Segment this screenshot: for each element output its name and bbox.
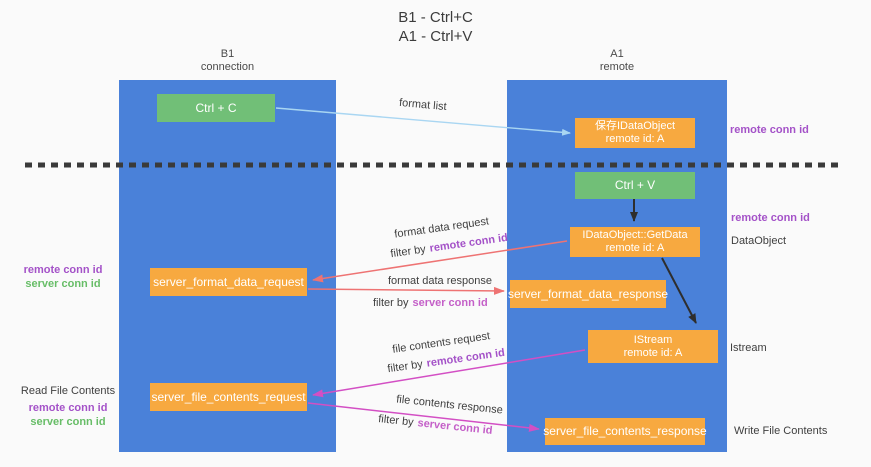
- istream-side-label: Istream: [730, 342, 767, 354]
- ctrl-c-label: Ctrl + C: [195, 100, 237, 115]
- diagram-title: B1 - Ctrl+C A1 - Ctrl+V: [0, 8, 871, 46]
- read-file-contents-block: Read File Contents remote conn id server…: [12, 384, 124, 429]
- save-idataobject-box: 保存IDataObject remote id: A: [575, 118, 695, 148]
- ctrl-c-box: Ctrl + C: [157, 94, 275, 122]
- lane-b1-name: B1: [220, 48, 235, 60]
- server-format-data-request-box: server_format_data_request: [150, 268, 307, 296]
- istream-line2: remote id: A: [623, 346, 683, 359]
- istream-box: IStream remote id: A: [588, 330, 718, 363]
- getdata-line2: remote id: A: [605, 242, 665, 254]
- file-contents-response-label: file contents response: [395, 393, 504, 417]
- remote-conn-id-label-top: remote conn id: [730, 124, 809, 136]
- read-file-contents-label: Read File Contents: [20, 385, 116, 397]
- server-conn-id-label-left: server conn id: [25, 278, 101, 290]
- filter-by-server-conn-id-label-2: filter by server conn id: [378, 413, 493, 437]
- left-conn-id-block: remote conn id server conn id: [8, 263, 118, 291]
- filter-by-text: filter by: [386, 358, 424, 376]
- filter-by-text: filter by: [373, 297, 409, 309]
- filter-by-server-conn-id-label-1: filter by server conn id: [373, 297, 488, 309]
- server-conn-id-text: server conn id: [416, 417, 493, 437]
- remote-conn-id-label-left: remote conn id: [23, 264, 103, 276]
- server-file-contents-response-label: server_file_contents_response: [543, 424, 707, 438]
- lane-a1-name: A1: [610, 48, 624, 60]
- filter-by-text: filter by: [389, 243, 427, 261]
- title-line-1: B1 - Ctrl+C: [398, 9, 473, 26]
- server-file-contents-request-label: server_file_contents_request: [151, 389, 306, 404]
- title-line-2: A1 - Ctrl+V: [398, 28, 473, 45]
- write-file-contents-label: Write File Contents: [734, 425, 828, 437]
- remote-conn-id-label-left2: remote conn id: [28, 402, 108, 414]
- save-idataobject-line2: remote id: A: [605, 133, 665, 145]
- server-file-contents-request-box: server_file_contents_request: [150, 383, 307, 411]
- ctrl-v-label: Ctrl + V: [614, 178, 656, 192]
- remote-conn-id-text: remote conn id: [428, 231, 509, 255]
- server-file-contents-response-box: server_file_contents_response: [543, 418, 707, 445]
- getdata-line1: IDataObject::GetData: [582, 229, 688, 241]
- arrow-format-data-response: [307, 286, 505, 295]
- format-list-label: format list: [398, 96, 448, 114]
- lane-a1-header: A1 remote: [507, 48, 727, 74]
- remote-conn-id-text: remote conn id: [425, 346, 506, 370]
- server-format-data-response-label: server_format_data_response: [507, 286, 669, 301]
- server-conn-id-text: server conn id: [412, 297, 488, 309]
- filter-by-text: filter by: [377, 413, 415, 429]
- lane-b1-header: B1 connection: [119, 48, 336, 74]
- format-data-response-label: format data response: [388, 275, 492, 287]
- dataobject-label: DataObject: [731, 235, 787, 247]
- server-format-data-response-box: server_format_data_response: [507, 280, 669, 308]
- server-conn-id-label-left2: server conn id: [30, 416, 106, 428]
- lane-a1-role: remote: [599, 61, 635, 73]
- idataobject-getdata-box: IDataObject::GetData remote id: A: [570, 227, 700, 257]
- remote-conn-id-label-mid: remote conn id: [731, 212, 810, 224]
- ctrl-v-box: Ctrl + V: [575, 172, 695, 199]
- save-idataobject-line1: 保存IDataObject: [594, 120, 676, 132]
- istream-line1: IStream: [633, 333, 673, 346]
- server-format-data-request-label: server_format_data_request: [153, 274, 304, 289]
- lane-b1-role: connection: [200, 61, 255, 73]
